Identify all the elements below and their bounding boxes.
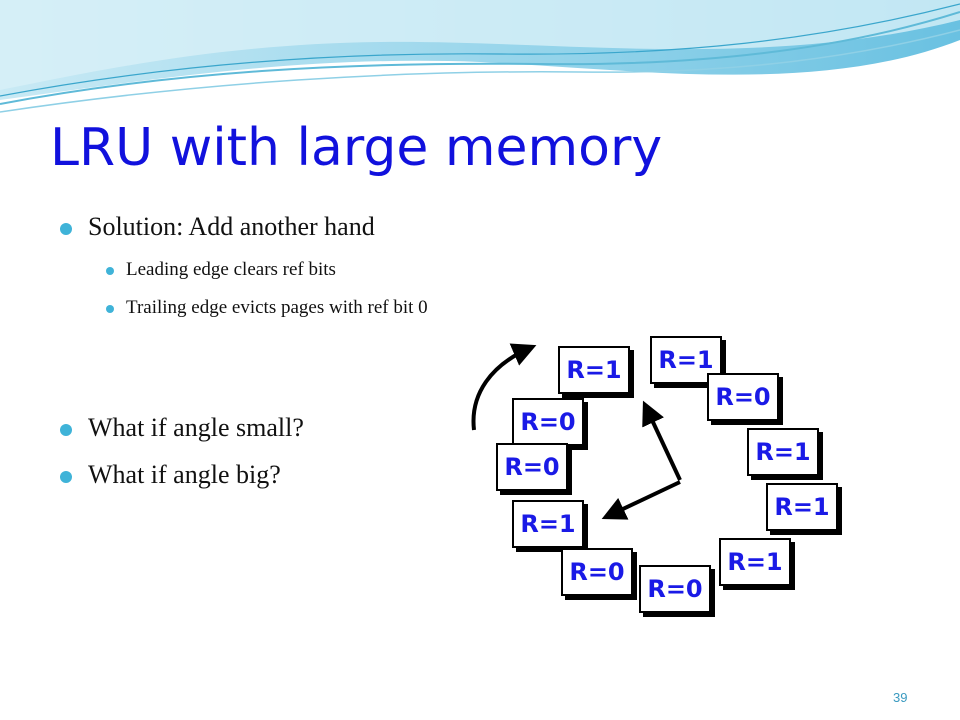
- sub-bullet-leading-text: Leading edge clears ref bits: [126, 259, 336, 280]
- page-card: R=0: [639, 565, 711, 613]
- page-card: R=0: [496, 443, 568, 491]
- sub-bullet-dot-icon: [106, 305, 114, 313]
- trailing-hand: [601, 480, 681, 520]
- sub-bullet-trailing: Trailing edge evicts pages with ref bit …: [106, 297, 428, 319]
- sub-bullet-dot-icon: [106, 267, 114, 275]
- page-card: R=0: [561, 548, 633, 596]
- page-card: R=1: [558, 346, 630, 394]
- sub-bullet-trailing-text: Trailing edge evicts pages with ref bit …: [126, 297, 428, 318]
- bullet-solution: Solution: Add another hand: [60, 212, 375, 242]
- sub-bullet-leading: Leading edge clears ref bits: [106, 259, 336, 281]
- header-wave-decoration: [0, 0, 960, 113]
- page-card: R=1: [747, 428, 819, 476]
- page-card: R=0: [512, 398, 584, 446]
- page-card: R=1: [719, 538, 791, 586]
- bullet-dot-icon: [60, 471, 72, 483]
- page-card: R=0: [707, 373, 779, 421]
- page-card: R=1: [512, 500, 584, 548]
- bullet-dot-icon: [60, 424, 72, 436]
- bullet-dot-icon: [60, 223, 72, 235]
- bullet-angle-small-text: What if angle small?: [88, 413, 304, 442]
- bullet-angle-big: What if angle big?: [60, 460, 281, 490]
- bullet-angle-big-text: What if angle big?: [88, 460, 281, 489]
- slide-title: LRU with large memory: [50, 118, 663, 178]
- bullet-angle-small: What if angle small?: [60, 413, 304, 443]
- leading-hand: [642, 400, 682, 481]
- page-card: R=1: [766, 483, 838, 531]
- page-number: 39: [893, 690, 908, 705]
- bullet-solution-text: Solution: Add another hand: [88, 212, 375, 241]
